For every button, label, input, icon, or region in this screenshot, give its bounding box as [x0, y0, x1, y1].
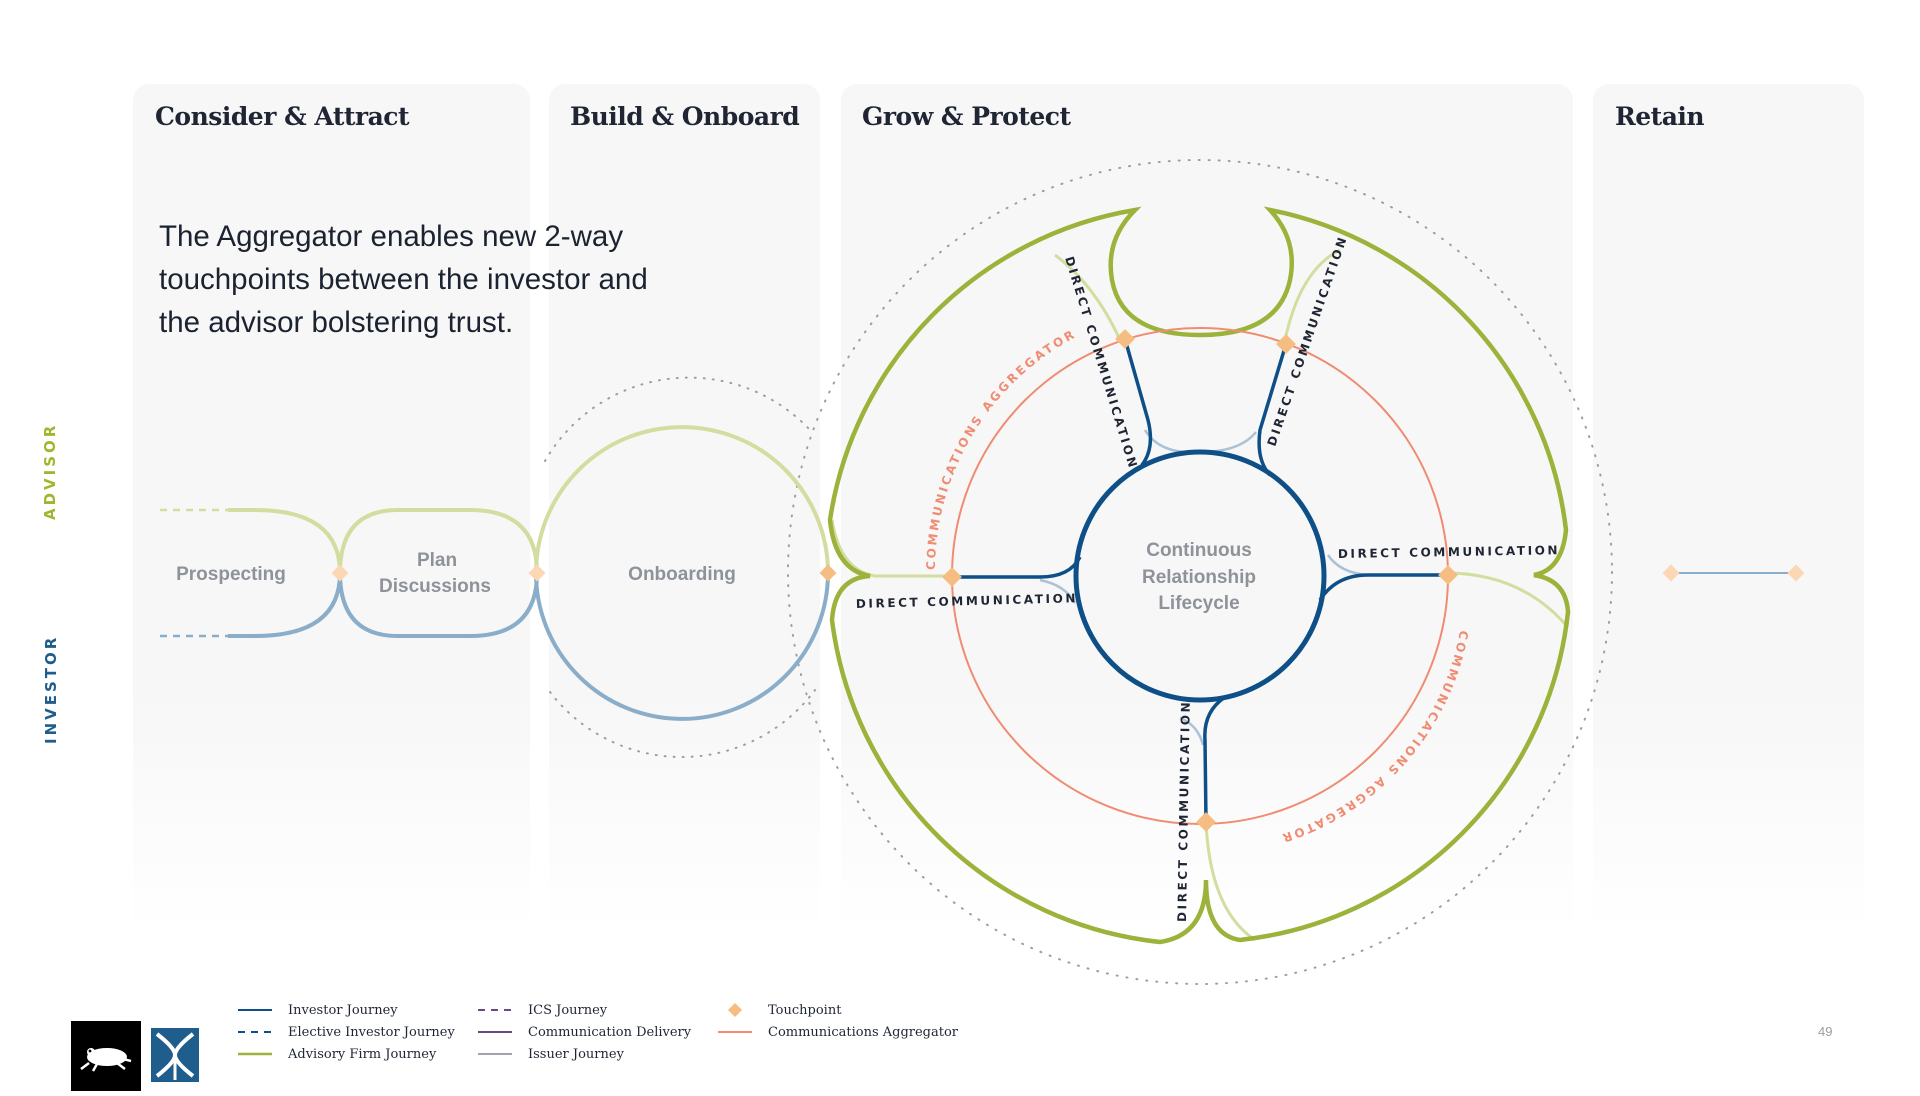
touchpoints — [331, 329, 1805, 832]
touchpoint-retain-end[interactable] — [1787, 564, 1805, 582]
frog-logo — [71, 1021, 141, 1091]
legend-item: Issuer Journey — [478, 1044, 624, 1064]
legend-label: Communication Delivery — [528, 1024, 692, 1040]
stage-panel-retain — [1593, 84, 1864, 934]
advisor-firm-ring — [827, 206, 1571, 945]
touchpoint-top-left[interactable] — [1115, 329, 1135, 349]
onboarding-dotted-arc-bottom — [549, 689, 816, 758]
legend-label: Communications Aggregator — [768, 1024, 959, 1040]
label-communications-aggregator-bottom-path: COMMUNICATIONS AGGREGATOR — [1278, 629, 1468, 845]
node-prospecting: Prospecting — [176, 564, 286, 585]
node-center-line2: Relationship — [1142, 567, 1256, 588]
stage-panel-build — [549, 84, 820, 934]
investor-connector-bottom — [1179, 716, 1205, 746]
touchpoint-prospecting[interactable] — [331, 564, 349, 582]
investor-connector-top — [1143, 429, 1257, 454]
spoke-direct-communication-top-left — [1123, 338, 1153, 467]
outer-dotted-orbit — [787, 159, 1613, 985]
legend-item: Elective Investor Journey — [238, 1022, 455, 1042]
continuous-lifecycle-ring — [1073, 449, 1327, 703]
touchpoint-bottom[interactable] — [1196, 812, 1216, 832]
stage-title-build: Build & Onboard — [570, 102, 800, 131]
node-center-line3: Lifecycle — [1158, 593, 1239, 614]
touchpoint-retain-start[interactable] — [1662, 564, 1680, 582]
legend-label: Touchpoint — [768, 1002, 842, 1018]
advisor-connector-right — [1445, 571, 1568, 626]
touchpoint-left[interactable] — [942, 567, 962, 587]
investor-lane-prospecting — [228, 572, 539, 638]
legend-item: Touchpoint — [718, 1000, 841, 1020]
spoke-direct-communication-bottom — [1203, 695, 1227, 823]
label-direct-communication-right: DIRECT COMMUNICATION — [1338, 543, 1560, 561]
advisor-connector-top-left — [1054, 253, 1122, 341]
label-communications-aggregator-top-path: COMMUNICATIONS AGGREGATOR — [924, 327, 1076, 571]
legend-item: Communications Aggregator — [718, 1022, 958, 1042]
stage-title-consider: Consider & Attract — [155, 102, 410, 131]
label-direct-communication-bottom: DIRECT COMMUNICATION — [1175, 700, 1193, 922]
legend-label: Advisory Firm Journey — [288, 1046, 437, 1062]
legend-item: ICS Journey — [478, 1000, 607, 1020]
stage-title-retain: Retain — [1615, 102, 1705, 131]
label-communications-aggregator-bottom: COMMUNICATIONS AGGREGATOR — [1278, 629, 1470, 845]
node-center-line1: Continuous — [1146, 540, 1252, 561]
node-plan-line2: Discussions — [379, 576, 491, 597]
legend-label: Elective Investor Journey — [288, 1024, 455, 1040]
stage-title-grow: Grow & Protect — [862, 102, 1071, 131]
onboarding-dotted-arc-top — [544, 376, 811, 462]
advisor-lane-prospecting — [228, 508, 539, 574]
spoke-direct-communication-left — [952, 556, 1082, 579]
touchpoint-icon — [718, 1003, 756, 1017]
page-number: 49 — [1818, 1024, 1833, 1039]
label-communications-aggregator-top: COMMUNICATIONS AGGREGATOR — [924, 327, 1079, 571]
onboarding-advisor-arc — [534, 425, 830, 574]
advisor-connector-left — [830, 519, 950, 578]
investor-connector-left — [1039, 578, 1077, 604]
node-onboarding: Onboarding — [628, 564, 736, 585]
touchpoint-plan[interactable] — [528, 564, 546, 582]
legend-label: Issuer Journey — [528, 1046, 624, 1062]
legend-item: Advisory Firm Journey — [238, 1044, 436, 1064]
legend-label: Investor Journey — [288, 1002, 398, 1018]
label-direct-communication-left: DIRECT COMMUNICATION — [856, 591, 1079, 611]
spoke-direct-communication-right — [1318, 573, 1448, 601]
onboarding-investor-arc — [534, 572, 830, 721]
touchpoint-onboarding[interactable] — [819, 564, 837, 582]
legend-label: ICS Journey — [528, 1002, 608, 1018]
touchpoint-top-right[interactable] — [1276, 334, 1296, 354]
firm-logo — [151, 1028, 199, 1082]
headline: The Aggregator enables new 2-way touchpo… — [159, 220, 648, 339]
node-plan-line1: Plan — [417, 550, 457, 571]
legend-item: Investor Journey — [238, 1000, 398, 1020]
advisor-connector-bottom — [1204, 821, 1256, 942]
advisor-connector-top-right — [1283, 248, 1341, 341]
touchpoint-right[interactable] — [1438, 565, 1458, 585]
legend-item: Communication Delivery — [478, 1022, 691, 1042]
